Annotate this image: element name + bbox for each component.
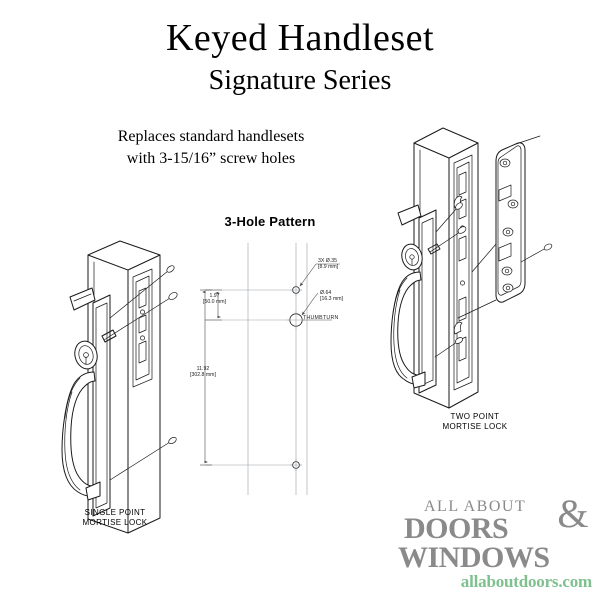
callout-label-thumbturn-diameter: Ø.64 [16.3 mm] — [320, 290, 343, 302]
two-point-lock-drawing — [390, 127, 553, 409]
dimension-1-97-inch: 1.97 — [209, 293, 220, 299]
screw-middle — [101, 292, 178, 343]
callout-label-hole-diameter: 3X Ø.35 [8.9 mm] — [318, 258, 338, 270]
page-subtitle: Signature Series — [208, 65, 392, 96]
dimension-11-92-inch: 11.92 — [196, 366, 210, 372]
single-point-caption: SINGLE POINT MORTISE LOCK — [55, 508, 175, 528]
replaces-note-line2: with 3-15/16” screw holes — [126, 150, 296, 167]
hole-callout-mm: [8.9 mm] — [318, 264, 339, 271]
hole-pattern-drawing — [200, 243, 340, 495]
two-point-caption-line1: TWO POINT — [450, 412, 500, 421]
single-point-caption-line2: MORTISE LOCK — [82, 518, 148, 527]
page-title: Keyed Handleset — [165, 17, 435, 59]
keeper-plate — [457, 135, 553, 319]
logo-all-about-text: ALL ABOUT — [424, 498, 527, 515]
dimension-1-97-mm: [50.0 mm] — [203, 299, 227, 306]
thumbturn-callout-inch: Ø.64 — [320, 290, 332, 296]
hole-top — [290, 284, 302, 296]
two-point-caption: TWO POINT MORTISE LOCK — [415, 412, 535, 432]
logo-website-url[interactable]: allaboutdoors.com — [460, 572, 592, 591]
two-point-caption-line2: MORTISE LOCK — [442, 422, 508, 431]
screw-upper — [109, 265, 175, 319]
hole-callout-inch: 3X Ø.35 — [318, 258, 338, 264]
hole-pattern-heading: 3-Hole Pattern — [224, 214, 316, 229]
dimension-11-92-mm: [302.8 mm] — [190, 372, 216, 379]
logo-ampersand: & — [557, 491, 590, 536]
screw-upper-two — [435, 202, 463, 233]
replaces-note-line1: Replaces standard handlesets — [117, 128, 305, 145]
logo-line-windows: WINDOWS — [398, 541, 550, 574]
hole-bottom — [290, 459, 302, 471]
logo-line-doors: DOORS — [404, 512, 509, 545]
logo-line-all-about: ALL ABOUT & — [396, 494, 592, 534]
screw-lower — [109, 436, 177, 481]
replaces-note: Replaces standard handlesets with 3-15/1… — [78, 126, 344, 170]
single-point-caption-line1: SINGLE POINT — [84, 508, 146, 517]
screw-lower-two — [434, 337, 463, 358]
callout-thumbturn-diameter — [301, 292, 319, 316]
dimension-label-11-92: 11.92 [302.8 mm] — [190, 366, 216, 378]
brand-logo[interactable]: ALL ABOUT & DOORS WINDOWS allaboutdoors.… — [396, 494, 592, 592]
single-point-lock-drawing — [61, 240, 178, 534]
dimension-label-1-97: 1.97 [50.0 mm] — [203, 293, 226, 305]
thumbturn-text-label: THUMBTURN — [303, 315, 339, 321]
screw-middle-two — [427, 226, 467, 255]
thumbturn-callout-mm: [16.3 mm] — [320, 296, 344, 303]
